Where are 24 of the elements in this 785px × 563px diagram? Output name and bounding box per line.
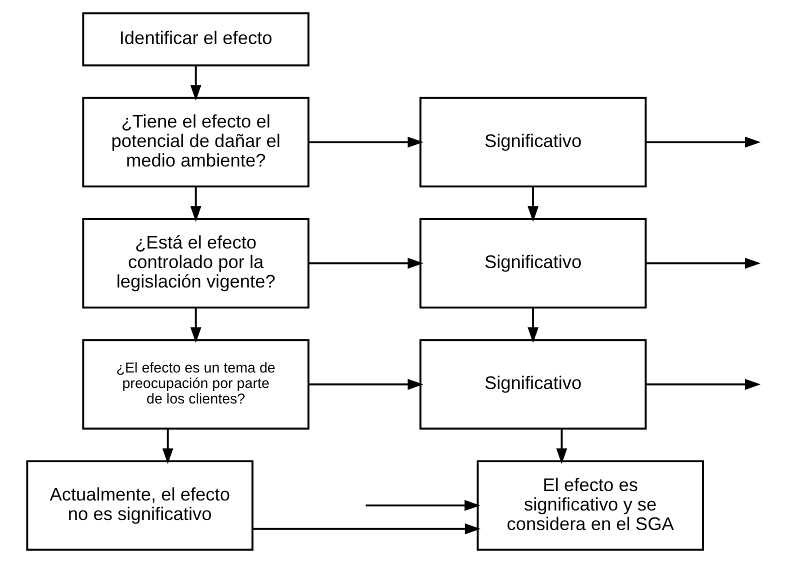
node-box: Identificar el efecto: [82, 12, 309, 66]
node-box: ¿El efecto es un tema de preocupación por parte de los clientes?: [82, 339, 309, 430]
arrow: [190, 186, 201, 222]
arrow: [527, 308, 538, 343]
arrow: [646, 258, 760, 269]
node-box: Significativo: [418, 339, 646, 430]
arrow: [646, 136, 760, 148]
node-box: ¿Tiene el efecto el potencial de dañar el medio ambiente?: [82, 96, 309, 188]
arrow: [190, 308, 201, 343]
arrow: [162, 428, 173, 464]
arrow: [556, 428, 567, 464]
arrow: [308, 258, 423, 269]
arrow: [308, 378, 423, 390]
arrow: [190, 66, 201, 101]
node-box: El efecto es significativo y se considera en el SGA: [476, 460, 704, 551]
arrow: [365, 500, 480, 511]
node-box: Significativo: [418, 96, 646, 188]
node-box: Actualmente, el efecto no es significativo: [26, 460, 253, 551]
arrow: [252, 523, 480, 534]
node-box: ¿Está el efecto controlado por la legislación vigente?: [82, 218, 309, 309]
arrow: [527, 186, 538, 222]
arrow: [308, 136, 423, 148]
arrow: [646, 378, 760, 390]
node-box: Significativo: [418, 218, 646, 309]
